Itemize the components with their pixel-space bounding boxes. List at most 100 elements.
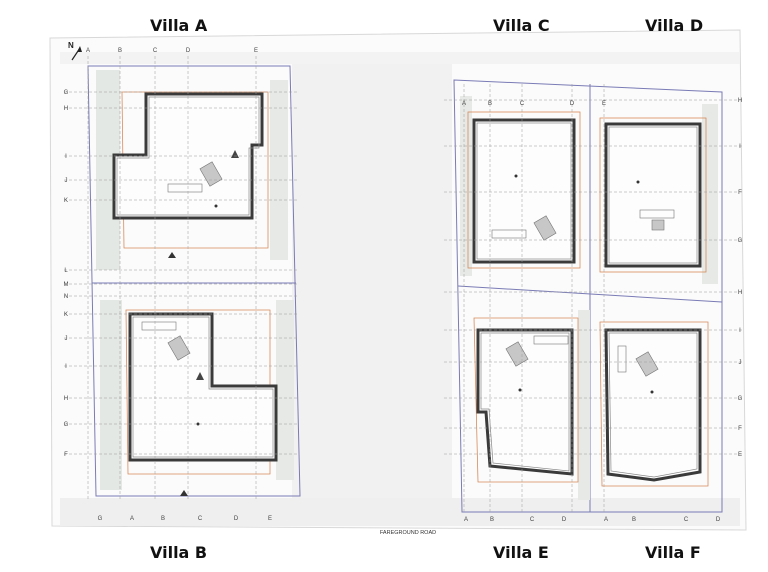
grid-letter-side-left: G: [64, 422, 69, 428]
grid-letter-side-left: K: [64, 198, 68, 204]
villa-a-stair: [167, 183, 203, 193]
grid-letter-side-left: M: [64, 282, 69, 288]
grid-letter-bottom-left: E: [268, 516, 272, 522]
grid-letter-side-left: I: [65, 154, 67, 160]
grid-letter-top-right: E: [602, 101, 606, 107]
top-road: [60, 52, 740, 64]
villa-e-setback: [473, 317, 579, 483]
grid-letter-top-right: C: [520, 101, 525, 107]
villa-f-setback: [599, 321, 709, 487]
villa-b-tank: [167, 335, 191, 361]
grid-letter-side-right: J: [739, 360, 742, 366]
villa-c-tank: [533, 215, 557, 241]
grid-letter-bottom-left: G: [98, 516, 103, 522]
grid-letter-bottom-right: B: [632, 517, 636, 523]
grid-letter-side-left: N: [64, 294, 68, 300]
villa-b-point: [196, 422, 200, 426]
grid-letter-side-right: E: [738, 452, 742, 458]
villa-b-marker: [196, 372, 204, 380]
villa-c-label: Villa C: [493, 16, 550, 35]
grid-letter-side-left: L: [64, 268, 68, 274]
vegetation-c: [460, 96, 472, 276]
villa-b-stair: [141, 321, 177, 331]
grid-letter-side-right: F: [738, 426, 742, 432]
villa-d-stair: [639, 209, 675, 219]
elevation-marker-b: [180, 490, 188, 496]
grid-letter-top-right: A: [462, 101, 466, 107]
villa-e-stair: [533, 335, 569, 345]
grid-letter-side-left: G: [64, 90, 69, 96]
villa-f-building: [604, 328, 702, 482]
vegetation-a2: [270, 80, 288, 260]
grid-letter-side-right: I: [739, 328, 741, 334]
left-parcel: [87, 65, 301, 497]
grid-letter-top-right: B: [488, 101, 492, 107]
grid-letter-bottom-right: A: [464, 517, 468, 523]
grid-letter-bottom-right: B: [490, 517, 494, 523]
villa-f-tank: [635, 351, 659, 377]
grid-letter-side-right: F: [738, 190, 742, 196]
villa-d-label: Villa D: [645, 16, 704, 35]
villa-c-setback: [467, 111, 581, 269]
grid-letter-top-left: E: [254, 48, 258, 54]
elevation-marker-a: [168, 252, 176, 258]
villa-e-building-inner: [480, 332, 570, 472]
villa-c-building-inner: [476, 122, 572, 260]
villa-c-point: [514, 174, 518, 178]
villa-d-setback: [599, 117, 707, 273]
north-arrow: N: [68, 41, 82, 61]
villa-a-point: [214, 204, 218, 208]
grid-letter-bottom-right: C: [684, 517, 689, 523]
grid-letter-side-left: K: [64, 312, 68, 318]
grid-letter-side-right: G: [738, 238, 743, 244]
villa-b-building-inner: [132, 316, 274, 458]
lot-boundary-right: [453, 79, 723, 513]
grid-letter-side-right: I: [739, 144, 741, 150]
north-arrow-letter: N: [68, 41, 74, 50]
grid-letter-side-left: I: [65, 364, 67, 370]
lot-boundary-left: [87, 65, 301, 497]
vegetation-e: [578, 310, 590, 500]
villa-a-building-inner: [116, 96, 260, 216]
villa-d-building: [604, 122, 702, 268]
grid-letter-side-left: J: [65, 336, 68, 342]
grid-letter-top-right: D: [570, 101, 575, 107]
villa-f-building-inner: [608, 332, 698, 478]
grid-letter-bottom-right: D: [716, 517, 721, 523]
bottom-road-label: FAREGROUND ROAD: [380, 530, 436, 536]
villa-b-label: Villa B: [150, 543, 208, 562]
right-parcel: [453, 79, 723, 513]
grid-letter-side-right: G: [738, 396, 743, 402]
grid-letter-bottom-right: C: [530, 517, 535, 523]
grid-lines: [64, 56, 744, 512]
grid-letter-bottom-left: B: [161, 516, 165, 522]
villa-d-tank: [651, 219, 665, 231]
grid-letter-bottom-right: A: [604, 517, 608, 523]
grid-letter-side-right: H: [738, 98, 742, 104]
villa-b-setback: [125, 309, 271, 475]
villa-f-stair: [617, 345, 627, 373]
villa-f-label: Villa F: [645, 543, 701, 562]
grid-letter-side-left: J: [65, 178, 68, 184]
grid-letter-side-left: H: [64, 396, 68, 402]
grid-letter-side-right: H: [738, 290, 742, 296]
villa-c-stair: [491, 229, 527, 239]
grid-letter-bottom-left: D: [234, 516, 239, 522]
grid-letter-top-left: C: [153, 48, 158, 54]
villa-a-label: Villa A: [150, 16, 208, 35]
vegetation-d: [702, 104, 718, 284]
grid-letter-top-left: A: [86, 48, 90, 54]
grid-letter-bottom-right: D: [562, 517, 567, 523]
villa-e-tank: [505, 341, 529, 367]
villa-f-point: [650, 390, 654, 394]
vegetation-b: [100, 300, 122, 490]
villa-e-label: Villa E: [493, 543, 549, 562]
central-road: [292, 62, 452, 517]
villa-c-building: [472, 118, 576, 264]
grid-letter-bottom-left: C: [198, 516, 203, 522]
grid-letter-side-left: F: [64, 452, 68, 458]
villa-d-building-inner: [608, 126, 698, 264]
